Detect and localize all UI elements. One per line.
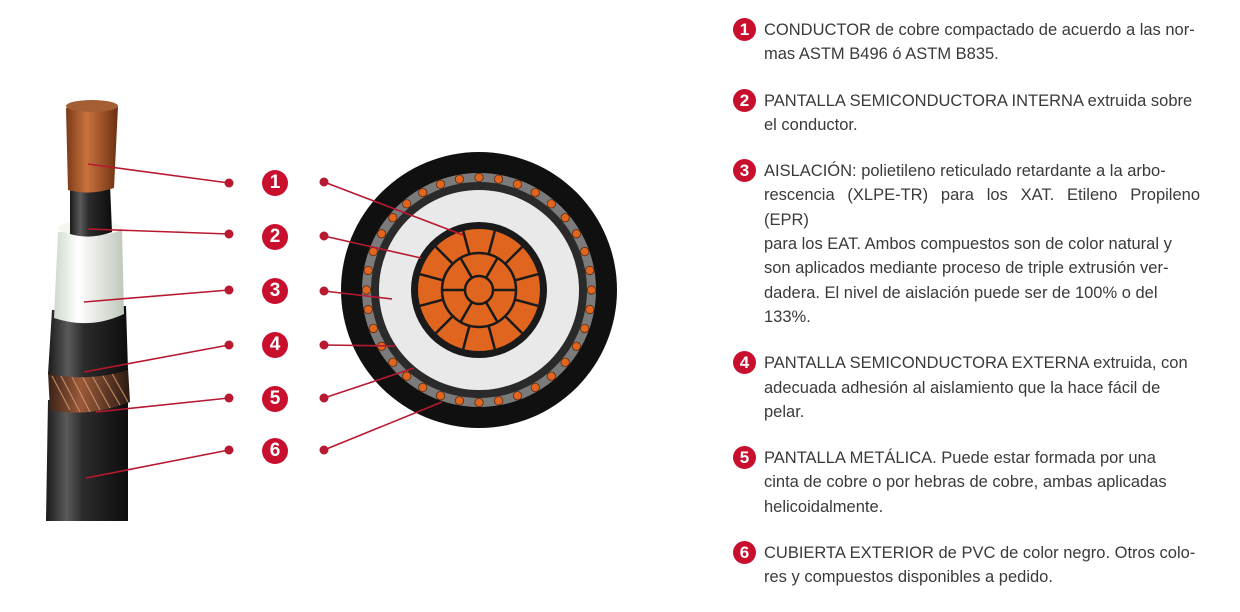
shield-wire (388, 357, 398, 367)
shield-wire (368, 323, 378, 334)
legend-line: res y compuestos disponibles a pedido. (764, 568, 1053, 587)
conductor-strand-divider (462, 230, 471, 255)
shield-wire (493, 174, 504, 184)
shield-wire (580, 323, 590, 334)
shield-wire (512, 179, 523, 189)
legend-badge: 2 (733, 88, 756, 112)
shield-wire (586, 285, 597, 295)
legend-list: 1 CONDUCTOR de cobre compactado de acuer… (733, 18, 1200, 612)
label-badge-6: 6 (262, 438, 288, 464)
conductor-strand-divider (514, 298, 539, 307)
legend-badge: 3 (733, 159, 756, 183)
shield-wire (580, 246, 590, 257)
label-badge-5: 5 (262, 386, 288, 412)
shield-wire (546, 199, 556, 209)
shield-wire (585, 265, 595, 276)
legend-item-outer-jacket: 6 CUBIERTA EXTERIOR de PVC de color negr… (733, 541, 1200, 590)
left-leader-dots (224, 178, 234, 455)
legend-line: PANTALLA METÁLICA. Puede estar formada p… (764, 449, 1156, 468)
legend-line: mas ASTM B496 ó ASTM B835. (764, 45, 999, 64)
legend-item-insulation: 3 AISLACIÓN: polietileno reticulado reta… (733, 159, 1200, 329)
shield-wire (363, 304, 373, 315)
conductor-strand-divider (434, 315, 454, 335)
legend-item-outer-semiconductor: 4 PANTALLA SEMICONDUCTORA EXTERNA extrui… (733, 351, 1200, 424)
shield-wire (512, 391, 523, 401)
legend-line: 133%. (764, 307, 811, 326)
cable-cross-section (341, 152, 617, 428)
shield-wire (560, 357, 570, 367)
shield-wire (388, 213, 398, 223)
legend-line: pelar. (764, 402, 805, 421)
conductor-strand-divider (484, 257, 499, 279)
legend-line: adecuada adhesión al aislamiento que la … (764, 378, 1161, 397)
conductor-strand-divider (487, 325, 496, 350)
legend-badge: 4 (733, 351, 756, 375)
legend-line: el conductor. (764, 115, 858, 134)
legend-line: rescencia (XLPE-TR) para los XAT. Etilen… (764, 186, 1200, 229)
right-leader-dots (319, 177, 329, 455)
shield-wire (585, 304, 595, 315)
legend-line: CUBIERTA EXTERIOR de PVC de color negro.… (764, 544, 1196, 563)
legend-badge: 1 (733, 18, 756, 41)
shield-wire (571, 229, 582, 239)
conductor-strand-divider (504, 245, 524, 265)
shield-wire (376, 229, 387, 239)
legend-badge: 5 (733, 446, 756, 470)
shield-wire (474, 397, 484, 408)
legend-line: CONDUCTOR de cobre compactado de acuerdo… (764, 21, 1195, 39)
shield-wire (546, 371, 556, 381)
conductor-strand-divider (484, 301, 499, 323)
cable-diagram: 1 2 3 4 5 6 (46, 100, 617, 521)
conductor-strand-divider (419, 273, 444, 282)
shield-wire (418, 382, 428, 393)
legend-line: AISLACIÓN: polietileno reticulado retard… (764, 162, 1166, 181)
shield-wire (435, 391, 446, 401)
conductor-strand-divider (514, 273, 539, 282)
shield-wire (454, 396, 465, 406)
conductor-strand-divider (459, 301, 474, 323)
shield-wire (571, 341, 582, 351)
cable-side-view (46, 100, 130, 521)
legend-line: PANTALLA SEMICONDUCTORA EXTERNA extruida… (764, 354, 1188, 373)
conductor-strand-divider (504, 315, 524, 335)
shield-wire (560, 213, 570, 223)
conductor-strand-divider (419, 298, 444, 307)
label-badge-3: 3 (262, 278, 288, 304)
conductor-strand-divider (462, 325, 471, 350)
shield-wire (402, 199, 412, 209)
legend-item-conductor: 1 CONDUCTOR de cobre compactado de acuer… (733, 18, 1200, 67)
legend-line: son aplicados mediante proceso de triple… (764, 259, 1169, 278)
shield-wire (361, 285, 372, 295)
legend-line: para los EAT. Ambos compuestos son de co… (764, 235, 1172, 254)
cable-illustration (46, 100, 617, 521)
conductor-strand-divider (487, 230, 496, 255)
label-badge-4: 4 (262, 332, 288, 358)
legend-line: PANTALLA SEMICONDUCTORA INTERNA extruida… (764, 91, 1193, 110)
shield-wire (493, 396, 504, 406)
label-badge-1: 1 (262, 170, 288, 196)
label-badge-2: 2 (262, 224, 288, 250)
legend-badge: 6 (733, 541, 756, 565)
conductor-strand-divider (434, 245, 454, 265)
shield-wire (474, 172, 484, 183)
legend-line: cinta de cobre o por hebras de cobre, am… (764, 473, 1167, 492)
legend-line: helicoidalmente. (764, 497, 884, 516)
shield-wire (418, 187, 428, 198)
conductor-strand-divider (459, 257, 474, 279)
shield-wire (530, 187, 540, 198)
shield-wire (530, 382, 540, 393)
shield-wire (363, 265, 373, 276)
legend-line: dadera. El nivel de aislación puede ser … (764, 283, 1158, 302)
shield-wire (435, 179, 446, 189)
right-leader-lines (323, 181, 464, 451)
shield-wire (402, 371, 412, 381)
left-leader-lines (83, 163, 230, 479)
legend-item-metallic-shield: 5 PANTALLA METÁLICA. Puede estar formada… (733, 446, 1200, 519)
legend-item-inner-semiconductor: 2 PANTALLA SEMICONDUCTORA INTERNA extrui… (733, 88, 1200, 138)
shield-wire (454, 174, 465, 184)
